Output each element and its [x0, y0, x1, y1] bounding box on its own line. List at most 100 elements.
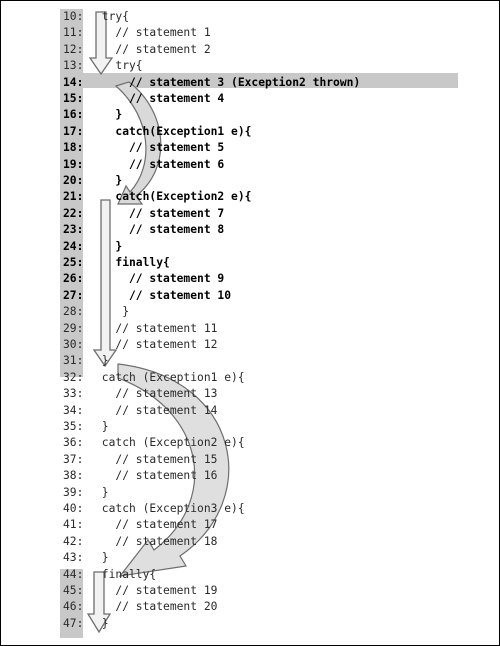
- line-number: 26:: [63, 272, 84, 286]
- code-text: finally{: [95, 256, 170, 269]
- code-text: // statement 16: [95, 469, 218, 483]
- highlighted-line-band: [60, 73, 458, 88]
- line-number: 20:: [63, 174, 84, 187]
- line-number: 18:: [63, 141, 84, 155]
- code-text: catch(Exception1 e){: [95, 124, 252, 138]
- line-number: 36:: [63, 436, 84, 450]
- line-number: 42:: [63, 534, 84, 548]
- flow-arrow-jump-to-catch-exception2: [114, 81, 162, 205]
- line-number: 43:: [63, 551, 84, 565]
- code-line: 37: // statement 15: [63, 452, 217, 468]
- line-number: 46:: [63, 600, 84, 614]
- code-line: 15: // statement 4: [63, 91, 224, 107]
- code-line: 21: catch(Exception2 e){: [63, 189, 251, 205]
- line-number: 14:: [63, 75, 84, 89]
- line-number: 28:: [63, 305, 84, 319]
- line-number: 37:: [63, 452, 84, 466]
- code-line: 20: }: [63, 173, 122, 189]
- code-text: // statement 13: [95, 387, 218, 401]
- flow-arrow-straight-1: [88, 11, 114, 76]
- line-number: 44:: [63, 567, 84, 581]
- code-line: 28: }: [63, 304, 129, 320]
- line-number: 39:: [63, 485, 84, 499]
- line-number-gutter-bottom: [60, 569, 83, 638]
- code-line: 13: try{: [63, 58, 143, 74]
- code-line: 12: // statement 2: [63, 42, 211, 58]
- line-number: 25:: [63, 256, 84, 269]
- code-line: 36: catch (Exception2 e){: [63, 435, 245, 451]
- line-number: 40:: [63, 502, 84, 515]
- line-number: 11:: [63, 26, 84, 40]
- code-line: 24: }: [63, 239, 122, 255]
- code-text: // statement 2: [95, 42, 211, 56]
- line-number: 15:: [63, 92, 84, 105]
- code-text: // statement 4: [95, 92, 225, 105]
- code-text: // statement 3 (Exception2 thrown): [95, 75, 361, 89]
- code-text: // statement 10: [95, 288, 232, 302]
- line-number: 45:: [63, 584, 84, 597]
- code-text: catch (Exception3 e){: [95, 502, 245, 515]
- line-number: 19:: [63, 157, 84, 171]
- code-line: 22: // statement 7: [63, 206, 224, 222]
- code-line: 11: // statement 1: [63, 25, 211, 41]
- code-text: catch (Exception1 e){: [95, 370, 245, 384]
- code-text: }: [95, 239, 123, 253]
- code-text: // statement 18: [95, 534, 218, 548]
- code-text: catch(Exception2 e){: [95, 190, 252, 204]
- code-line: 33: // statement 13: [63, 386, 217, 402]
- code-line: 38: // statement 16: [63, 468, 217, 484]
- code-line: 47: }: [63, 616, 109, 632]
- code-line: 45: // statement 19: [63, 583, 217, 599]
- code-line: 19: // statement 6: [63, 157, 224, 173]
- code-line: 16: }: [63, 107, 122, 123]
- code-text: // statement 7: [95, 206, 225, 220]
- code-text: // statement 9: [95, 272, 225, 286]
- code-text: // statement 20: [95, 600, 218, 614]
- code-text: }: [95, 616, 109, 630]
- code-text: // statement 17: [95, 518, 218, 532]
- code-line: 46: // statement 20: [63, 599, 217, 615]
- code-line: 35: }: [63, 419, 109, 435]
- line-number: 21:: [63, 190, 84, 204]
- code-text: finally{: [95, 567, 157, 581]
- code-line: 42: // statement 18: [63, 534, 217, 550]
- flow-arrow-jump-to-outer-finally: [117, 363, 230, 577]
- line-number: 12:: [63, 42, 84, 56]
- line-number: 23:: [63, 223, 84, 237]
- line-number: 22:: [63, 206, 84, 220]
- line-number: 33:: [63, 387, 84, 401]
- line-number: 27:: [63, 288, 84, 302]
- code-text: // statement 12: [95, 338, 218, 351]
- line-number: 38:: [63, 469, 84, 483]
- line-number: 24:: [63, 239, 84, 253]
- code-line: 18: // statement 5: [63, 140, 224, 156]
- line-number: 13:: [63, 59, 84, 73]
- code-text: // statement 5: [95, 141, 225, 155]
- code-text: }: [95, 174, 123, 187]
- code-text: // statement 8: [95, 223, 225, 237]
- code-text: }: [95, 354, 109, 368]
- line-number: 30:: [63, 338, 84, 351]
- line-number: 34:: [63, 403, 84, 417]
- code-text: try{: [95, 10, 130, 23]
- code-text: // statement 6: [95, 157, 225, 171]
- code-line: 43: }: [63, 550, 109, 566]
- line-number: 29:: [63, 321, 84, 335]
- code-line: 31: }: [63, 353, 109, 369]
- code-line: 14: // statement 3 (Exception2 thrown): [63, 75, 360, 91]
- code-text: }: [95, 551, 109, 565]
- line-number: 41:: [63, 518, 84, 532]
- code-line: 26: // statement 9: [63, 271, 224, 287]
- code-text: // statement 14: [95, 403, 218, 417]
- code-text: // statement 1: [95, 26, 211, 40]
- code-line: 10: try{: [63, 9, 129, 25]
- flow-arrow-straight-3: [86, 571, 112, 634]
- code-text: }: [95, 485, 109, 499]
- code-text: try{: [95, 59, 143, 73]
- flow-arrow-straight-2: [92, 199, 118, 368]
- code-line: 17: catch(Exception1 e){: [63, 124, 251, 140]
- code-line: 23: // statement 8: [63, 222, 224, 238]
- line-number: 31:: [63, 354, 84, 368]
